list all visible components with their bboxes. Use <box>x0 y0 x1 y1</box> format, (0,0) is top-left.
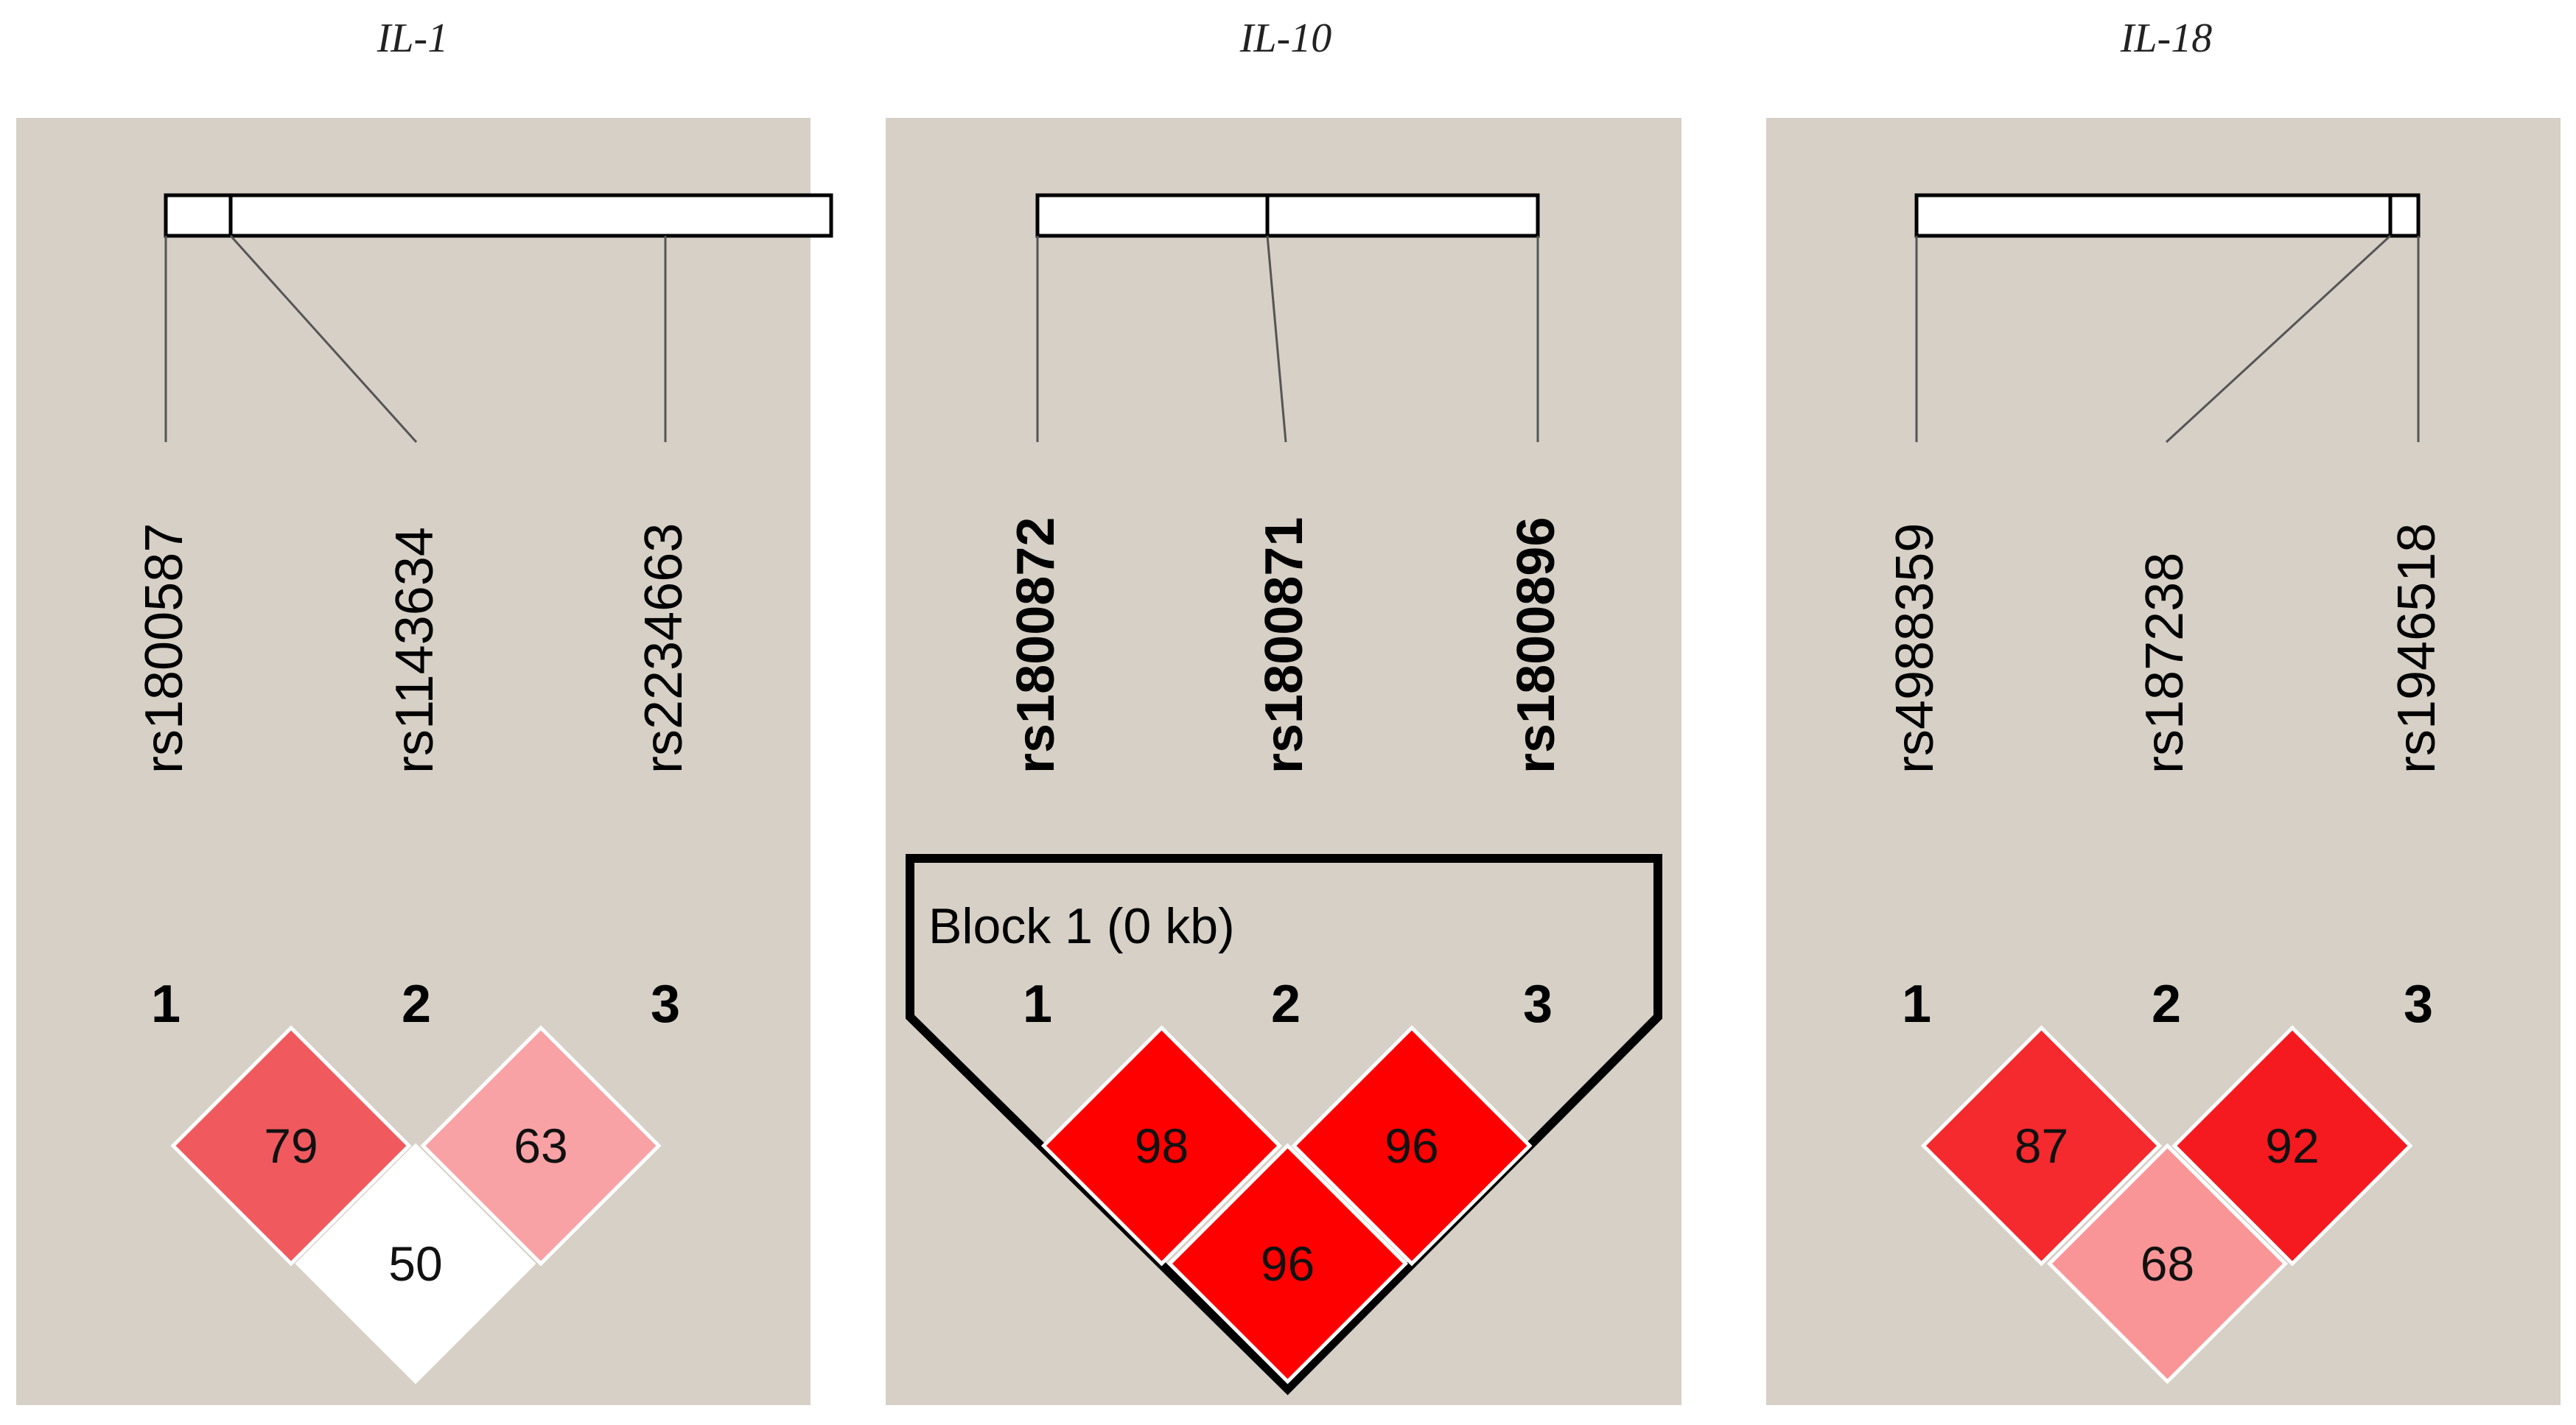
snp-label: rs1800587 <box>135 523 194 774</box>
ld-value-2-3: 92 <box>2265 1118 2319 1173</box>
ld-cell-1-3 <box>1166 1143 1409 1384</box>
snp-label: rs1800871 <box>1255 517 1314 774</box>
marker-position-bar <box>164 193 833 238</box>
gene-title: IL-10 <box>1239 15 1331 61</box>
ld-cell-1-2 <box>1920 1025 2163 1267</box>
snp-label: rs1143634 <box>385 527 444 774</box>
ld-cell-1-2 <box>1040 1025 1283 1267</box>
marker-position-bar <box>1914 193 2421 238</box>
ld-cell-1-3 <box>2046 1143 2289 1384</box>
ld-value-1-3: 50 <box>388 1236 442 1291</box>
snp-index-label: 3 <box>1523 975 1553 1034</box>
ld-cell-1-2 <box>170 1025 412 1267</box>
marker-position-bar <box>1035 193 1540 238</box>
snp-connector-line <box>2165 234 2392 444</box>
snp-index-label: 3 <box>651 975 680 1034</box>
snp-index-label: 1 <box>1023 975 1052 1034</box>
panel-il-1: IL-1 rs1800587 rs1143634 rs2234663 1 2 3 79 63 50 <box>16 15 833 1405</box>
snp-label: rs1800896 <box>1507 517 1566 774</box>
haplotype-block-label: Block 1 (0 kb) <box>928 898 1235 954</box>
snp-index-label: 1 <box>151 975 181 1034</box>
ld-value-1-2: 79 <box>264 1118 318 1173</box>
gene-title: IL-1 <box>377 15 448 61</box>
ld-cell-2-3 <box>420 1025 662 1267</box>
snp-index-label: 2 <box>402 975 431 1034</box>
snp-index-label: 1 <box>1902 975 1931 1034</box>
ld-value-1-3: 68 <box>2141 1236 2194 1291</box>
snp-connector-line <box>229 234 418 444</box>
snp-connector-line <box>1266 235 1287 443</box>
ld-value-2-3: 63 <box>514 1118 567 1173</box>
snp-index-label: 3 <box>2404 975 2433 1034</box>
ld-cell-2-3 <box>1291 1025 1533 1267</box>
snp-label: rs1800872 <box>1007 517 1065 774</box>
snp-index-label: 2 <box>1271 975 1301 1034</box>
snp-label: rs187238 <box>2135 553 2194 774</box>
snp-label: rs1946518 <box>2387 523 2446 774</box>
ld-value-1-2: 87 <box>2015 1118 2068 1173</box>
gene-title: IL-18 <box>2120 15 2212 61</box>
ld-value-2-3: 96 <box>1385 1118 1438 1173</box>
snp-label: rs4988359 <box>1886 523 1945 774</box>
panel-il-18: IL-18 rs4988359 rs187238 rs1946518 1 2 3 87 92 68 <box>1766 15 2561 1405</box>
snp-label: rs2234663 <box>634 523 693 774</box>
snp-index-label: 2 <box>2152 975 2181 1034</box>
ld-cell-2-3 <box>2171 1025 2413 1267</box>
ld-value-1-3: 96 <box>1261 1236 1315 1291</box>
ld-value-1-2: 98 <box>1135 1118 1189 1173</box>
ld-cell-1-3 <box>295 1143 536 1384</box>
